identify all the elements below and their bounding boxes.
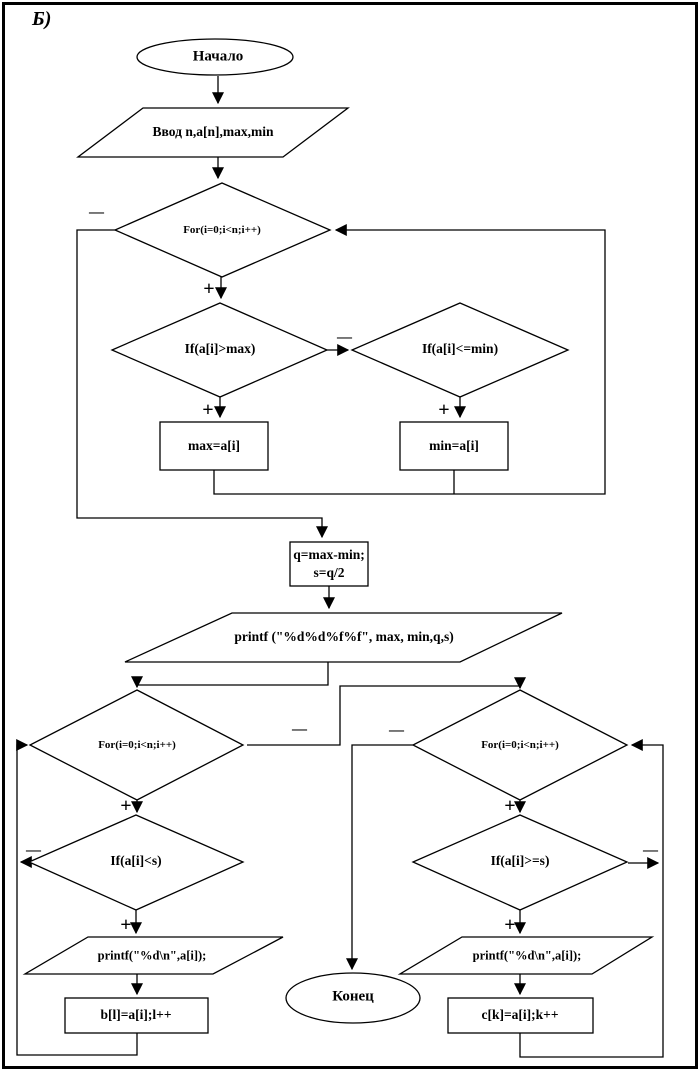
connector-loopback-loop1 [213,224,606,495]
store-c-label: c[k]=a[i];k++ [481,1007,559,1022]
set-min-box [399,421,509,471]
loop2-minus-label: — [292,721,307,738]
connector-loop1-minus-calc [76,229,328,539]
store-b-box [64,997,209,1034]
set-max-label: max=a[i] [188,438,240,453]
loop3-plus-label: + [504,795,516,817]
print-all-label: printf ("%d%d%f%f", max, min,q,s) [234,629,454,644]
input-label: Ввод n,a[n],max,min [152,124,274,139]
connector-storeb-loopback-loop2 [16,739,138,1056]
loop1-minus-label: — [89,204,104,221]
page-label: Б) [32,8,52,30]
calc-label: q=max-min; s=q/2 [293,546,364,582]
print-less-parallelogram [22,936,284,975]
if-geq-label: If(a[i]>=s) [490,853,550,868]
set-max-box [159,421,269,471]
input-parallelogram [76,107,350,158]
if-geq-diamond [411,814,629,911]
if-less-label: If(a[i]<s) [110,853,162,868]
loop1-label: For(i=0;i<n;i++) [183,224,261,236]
print-geq-parallelogram [397,936,655,975]
loop3-label: For(i=0;i<n;i++) [481,739,559,751]
end-label: Конец [332,988,374,1005]
loop2-plus-label: + [120,795,132,817]
loop3-diamond [411,689,629,801]
calc-line1: q=max-min; [293,546,365,562]
if-max-minus-label: — [337,329,352,346]
if-max-diamond [110,302,329,398]
print-geq-label: printf("%d\n",a[i]); [472,948,582,963]
connector-printall-loop2 [131,662,329,689]
if-less-diamond [27,814,245,911]
loop2-label: For(i=0;i<n;i++) [98,739,176,751]
print-less-label: printf("%d\n",a[i]); [97,948,207,963]
loop3-minus-label: — [389,722,404,739]
connector-loop3-minus-end [346,744,413,971]
if-less-minus-label: — [26,842,41,859]
set-min-label: min=a[i] [429,438,479,453]
store-b-label: b[l]=a[i];l++ [100,1007,172,1022]
if-geq-plus-label: + [504,914,516,936]
start-oval [136,38,294,76]
if-max-label: If(a[i]>max) [184,341,256,356]
loop1-plus-label: + [203,278,215,300]
store-c-box [447,997,594,1034]
if-max-plus-label: + [202,399,214,421]
if-geq-minus-label: — [643,842,658,859]
connector-loop2-minus-loop3 [247,677,526,746]
if-min-diamond [350,302,570,398]
end-oval [285,972,421,1024]
print-all-parallelogram [124,612,563,663]
loop2-diamond [28,689,245,801]
calc-box [289,541,369,587]
if-less-plus-label: + [120,914,132,936]
loop1-diamond [113,182,332,278]
start-label: Начало [192,48,244,65]
calc-line2: s=q/2 [313,565,345,580]
if-min-label: If(a[i]<=min) [421,341,499,356]
if-min-plus-label: + [438,399,450,421]
connector-storec-loopback-loop3 [519,739,664,1058]
